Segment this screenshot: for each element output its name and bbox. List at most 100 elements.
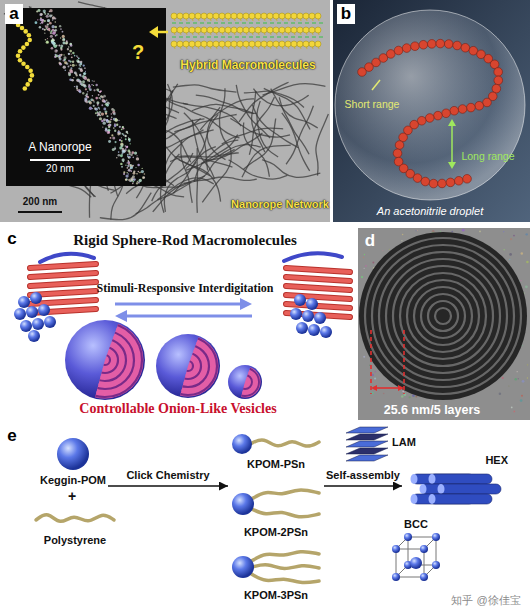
panel-title: Rigid Sphere-Rod Macromolecules <box>73 231 297 249</box>
rope-grain <box>113 127 115 129</box>
range-arrow <box>372 80 380 90</box>
bead <box>27 33 32 38</box>
bead <box>219 27 225 33</box>
grain-dot <box>372 262 374 264</box>
grain-dot <box>383 393 385 395</box>
rod <box>286 277 350 281</box>
rope-grain <box>136 173 138 175</box>
bilayer-ring <box>171 349 205 383</box>
grain-dot <box>508 386 509 387</box>
rope-grain <box>69 50 72 53</box>
rope-grain <box>49 15 52 18</box>
rod <box>30 264 96 268</box>
rope-grain <box>49 22 52 25</box>
rope-grain <box>47 19 50 22</box>
sphere <box>44 316 56 328</box>
rope-grain <box>72 61 74 63</box>
rope-grain <box>59 25 61 27</box>
rope-grain <box>95 97 98 100</box>
rope-grain <box>126 131 128 133</box>
lattice-sphere <box>420 545 428 553</box>
bead <box>231 13 237 19</box>
grain-dot <box>401 240 402 241</box>
plus-sign: + <box>68 488 76 505</box>
cylinder-end <box>429 494 436 504</box>
grain-dot <box>415 230 416 231</box>
bead <box>393 149 402 158</box>
rope-grain <box>79 90 82 93</box>
panel-title: Controllable Onion-Like Vesicles <box>79 401 276 418</box>
rope-grain <box>99 117 102 120</box>
structure-label: Keggin-POM <box>40 474 106 487</box>
bilayer-ring <box>175 353 201 379</box>
bead <box>315 27 321 33</box>
rope-grain <box>62 35 65 38</box>
bilayer-ring <box>76 331 134 389</box>
grain-dot <box>527 377 528 378</box>
structure-label: HEX <box>485 454 508 467</box>
bead <box>285 41 291 47</box>
range-arrowhead <box>448 119 456 126</box>
rope-grain <box>128 157 130 159</box>
sphere <box>296 322 308 334</box>
bead <box>297 13 303 19</box>
rope-grain <box>101 104 103 106</box>
bead <box>255 13 261 19</box>
rope-grain <box>47 28 50 31</box>
cylinder-end <box>438 484 445 494</box>
rope-grain <box>126 146 129 149</box>
bead <box>394 46 403 55</box>
sphere <box>32 318 44 330</box>
bead <box>243 27 249 33</box>
bead <box>177 13 183 19</box>
rope-grain <box>74 71 77 74</box>
bilayer-ring <box>80 335 130 385</box>
nanorope-strand <box>242 145 291 177</box>
grain-dot <box>522 345 523 346</box>
rope-grain <box>47 19 50 22</box>
grain-dot <box>509 259 510 260</box>
rope-grain <box>136 155 137 156</box>
bilayer-ring <box>179 357 197 375</box>
bead <box>177 41 183 47</box>
rope-grain <box>128 156 131 159</box>
bead <box>450 106 459 115</box>
reaction-arrow <box>108 485 228 487</box>
reactant-node: Keggin-POM <box>38 434 108 489</box>
rope-grain <box>123 173 125 175</box>
rope-grain <box>93 101 94 102</box>
bead <box>207 41 213 47</box>
scale-bar <box>30 159 90 161</box>
sphere <box>302 310 314 322</box>
rod-edge <box>30 282 96 286</box>
rod <box>286 268 350 272</box>
bead <box>303 27 309 33</box>
cube-edge <box>396 549 424 550</box>
bead <box>28 68 33 73</box>
lamella <box>346 427 388 433</box>
structure-icon <box>230 484 322 524</box>
cylinder-end <box>411 474 418 484</box>
rope-grain <box>106 115 108 117</box>
grain-dot <box>525 285 528 288</box>
rope-grain <box>127 150 130 153</box>
structure-icon <box>404 469 508 509</box>
vesicle-image <box>359 232 527 400</box>
bead <box>28 78 33 83</box>
vesicle-layers <box>158 336 219 397</box>
layer-ring <box>372 245 514 387</box>
rope-grain <box>76 65 77 66</box>
grain-dot <box>361 276 363 278</box>
bead <box>402 44 411 53</box>
vesicle-core <box>230 367 261 398</box>
lattice-sphere <box>432 533 440 541</box>
grain <box>359 229 528 413</box>
onion-vesicle <box>156 334 220 398</box>
bead <box>483 98 492 107</box>
bead <box>285 27 291 33</box>
rope-grain <box>89 88 92 91</box>
nanorope-strand <box>249 97 274 155</box>
rope-grain <box>119 140 120 141</box>
rod <box>30 282 96 286</box>
nanorope-strand <box>243 118 275 169</box>
